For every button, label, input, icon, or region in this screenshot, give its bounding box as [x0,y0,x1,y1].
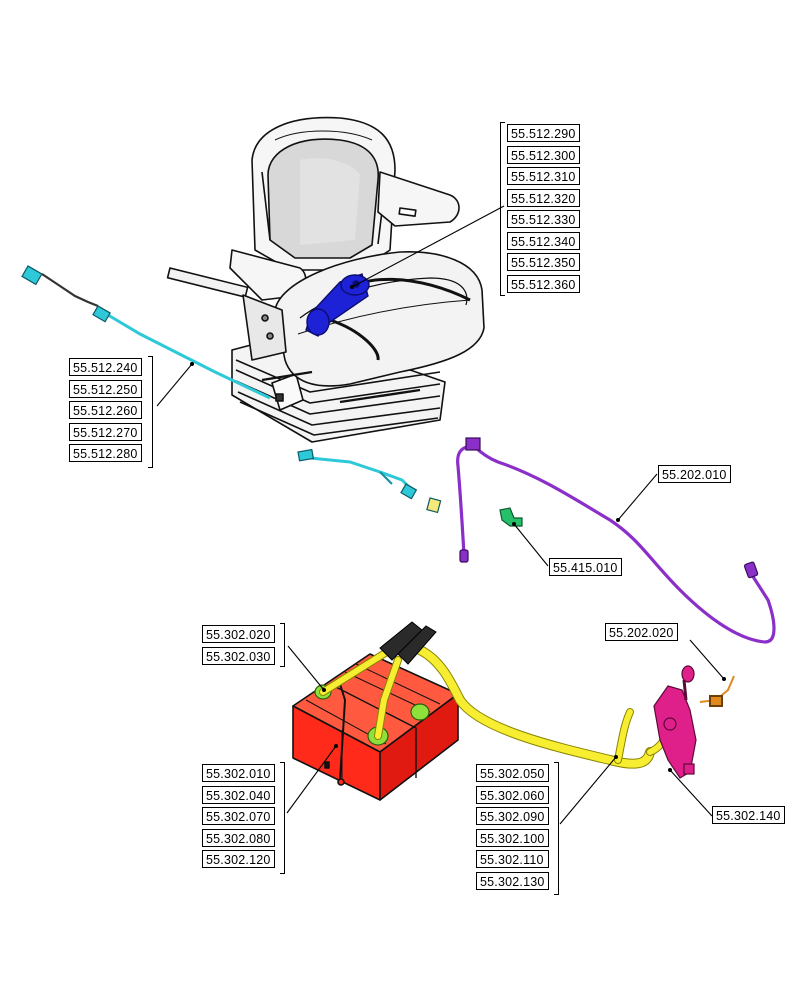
part-ref-55-512-330[interactable]: 55.512.330 [507,210,580,228]
part-ref-55-512-290[interactable]: 55.512.290 [507,124,580,142]
part-ref-55-512-280[interactable]: 55.512.280 [69,444,142,462]
battery-label-bracket [280,762,285,874]
seat-harness-connectors [21,265,442,514]
leader-lines [156,205,725,825]
cable-sleeves [379,621,437,665]
battery-clamp-label-bracket [280,623,285,667]
operator-seat [166,116,485,443]
part-ref-55-512-360[interactable]: 55.512.360 [507,274,580,293]
part-ref-55-302-130[interactable]: 55.302.130 [476,871,549,890]
part-ref-55-512-340[interactable]: 55.512.340 [507,231,580,250]
part-ref-55-302-140[interactable]: 55.302.140 [712,806,785,824]
part-ref-55-302-010[interactable]: 55.302.010 [202,764,275,782]
part-ref-55-512-260[interactable]: 55.512.260 [69,401,142,419]
seat-label-bracket [500,122,505,296]
main-harness [456,444,776,644]
part-ref-55-302-120[interactable]: 55.302.120 [202,850,275,868]
part-ref-55-302-060[interactable]: 55.302.060 [476,785,549,804]
switch-wire [699,675,735,707]
batteries [292,653,459,801]
part-ref-55-202-020[interactable]: 55.202.020 [605,623,678,641]
main-harness-labels: 55.202.010 [658,465,731,483]
battery-clamp-labels: 55.302.020 55.302.030 [202,625,275,665]
part-ref-55-512-310[interactable]: 55.512.310 [507,167,580,185]
part-ref-55-512-320[interactable]: 55.512.320 [507,188,580,207]
battery-cable-label-bracket [554,762,559,895]
seat-harness-labels: 55.512.240 55.512.250 55.512.260 55.512.… [69,358,142,462]
part-ref-55-302-040[interactable]: 55.302.040 [202,785,275,804]
part-ref-55-512-300[interactable]: 55.512.300 [507,145,580,164]
disconnect-switch [653,665,697,779]
seat-harness-label-bracket [148,356,153,468]
part-ref-55-302-100[interactable]: 55.302.100 [476,828,549,847]
part-ref-55-302-090[interactable]: 55.302.090 [476,807,549,825]
disconnect-switch-labels: 55.302.140 [712,806,785,824]
switch-harness-labels: 55.202.020 [605,623,678,641]
battery-cable-labels: 55.302.050 55.302.060 55.302.090 55.302.… [476,764,549,890]
part-ref-55-512-240[interactable]: 55.512.240 [69,358,142,376]
seat-harness [41,273,414,492]
part-ref-55-415-010[interactable]: 55.415.010 [549,558,622,576]
sensor [499,507,523,527]
battery-labels: 55.302.010 55.302.040 55.302.070 55.302.… [202,764,275,868]
part-ref-55-302-080[interactable]: 55.302.080 [202,828,275,847]
part-ref-55-512-270[interactable]: 55.512.270 [69,422,142,441]
part-ref-55-302-020[interactable]: 55.302.020 [202,625,275,643]
part-ref-55-302-030[interactable]: 55.302.030 [202,646,275,665]
sensor-labels: 55.415.010 [549,558,622,576]
part-ref-55-302-110[interactable]: 55.302.110 [476,850,549,868]
part-ref-55-512-250[interactable]: 55.512.250 [69,379,142,398]
part-ref-55-302-050[interactable]: 55.302.050 [476,764,549,782]
seat-labels: 55.512.290 55.512.300 55.512.310 55.512.… [507,124,580,293]
main-harness-connectors [459,437,759,579]
leader-arrowheads [190,285,726,772]
part-ref-55-202-010[interactable]: 55.202.010 [658,465,731,483]
part-ref-55-512-350[interactable]: 55.512.350 [507,253,580,271]
part-ref-55-302-070[interactable]: 55.302.070 [202,807,275,825]
